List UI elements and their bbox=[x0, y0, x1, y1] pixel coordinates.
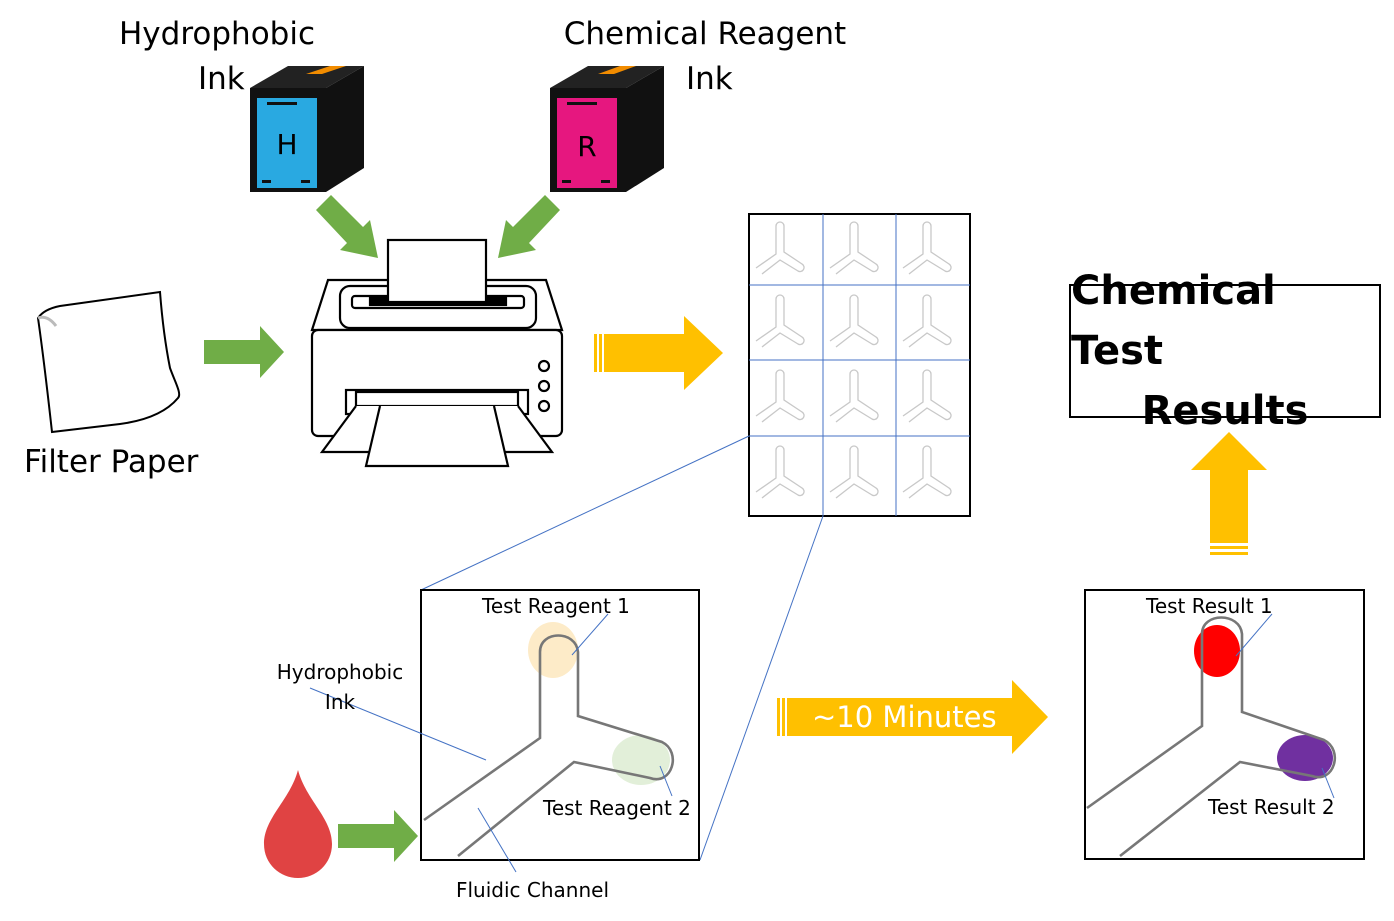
reagent-ink-cartridge-icon bbox=[550, 66, 664, 192]
hydrophobic-ink-label-line1: Hydrophobic bbox=[119, 16, 315, 52]
green-arrow-hydrophobic bbox=[316, 195, 378, 258]
filter-paper-icon bbox=[36, 290, 181, 434]
reagent-ink-label-line2: Ink bbox=[686, 61, 733, 97]
gold-arrow-time bbox=[777, 680, 1048, 754]
green-arrow-reagent bbox=[498, 195, 560, 258]
hydrophobic-ink-small-label-line2: Ink bbox=[324, 690, 356, 714]
zoomed-device-after bbox=[1084, 589, 1365, 860]
printer-icon bbox=[310, 238, 564, 468]
gold-arrow-up bbox=[1191, 432, 1267, 555]
test-reagent-2-label: Test Reagent 2 bbox=[543, 796, 691, 820]
green-arrow-paper bbox=[204, 326, 284, 378]
chemical-test-results-box: Chemical Test Results bbox=[1069, 268, 1381, 434]
printed-device-sheet bbox=[748, 213, 971, 517]
fluidic-channel-label: Fluidic Channel bbox=[456, 878, 610, 902]
green-arrow-sample bbox=[338, 810, 418, 862]
hydrophobic-ink-small-label-line1: Hydrophobic bbox=[276, 660, 404, 684]
blood-drop-icon bbox=[264, 770, 332, 878]
reagent-ink-label-line1: Chemical Reagent bbox=[563, 16, 847, 52]
test-result-2-label: Test Result 2 bbox=[1208, 795, 1335, 819]
hydrophobic-ink-cartridge-icon bbox=[250, 66, 364, 192]
zoomed-device-before bbox=[420, 589, 700, 861]
time-arrow-label: ~10 Minutes bbox=[812, 700, 997, 734]
results-title-line1: Chemical Test bbox=[1071, 268, 1276, 374]
gold-arrow-print-output bbox=[594, 316, 723, 390]
results-title-line2: Results bbox=[1141, 388, 1309, 434]
cartridge-h-letter: H bbox=[276, 128, 298, 161]
filter-paper-label: Filter Paper bbox=[24, 444, 199, 480]
test-result-1-label: Test Result 1 bbox=[1146, 594, 1273, 618]
cartridge-r-letter: R bbox=[577, 130, 597, 163]
test-reagent-1-label: Test Reagent 1 bbox=[482, 594, 630, 618]
hydrophobic-ink-label-line2: Ink bbox=[198, 61, 245, 97]
